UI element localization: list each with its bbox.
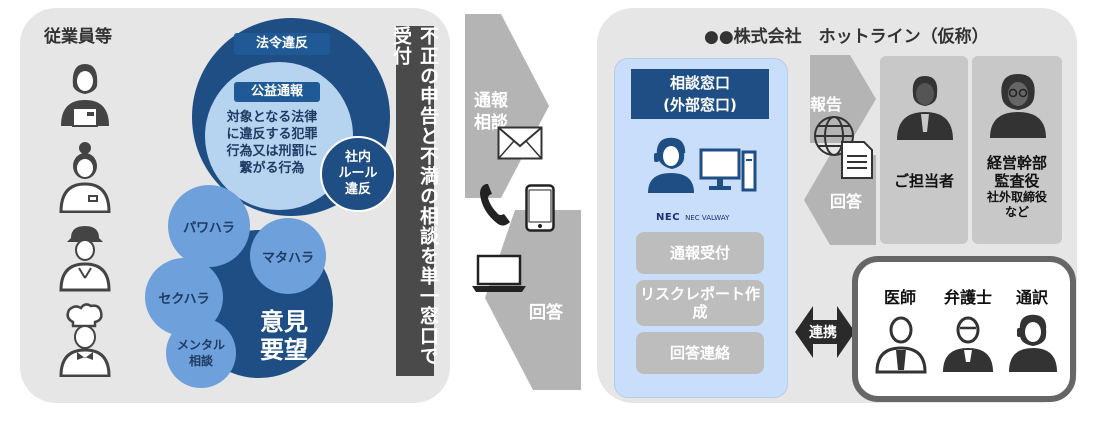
legal-violation-tag: 法令違反 — [234, 33, 330, 55]
internal-rule-line-2: ルール — [338, 166, 378, 181]
link-label: 連携 — [809, 325, 837, 341]
employee-icon-chef — [55, 302, 115, 381]
employee-icon-staff — [55, 58, 115, 132]
power-harassment-circle: パワハラ — [168, 185, 250, 267]
envelope-icon — [497, 126, 543, 164]
executives-suffix: など — [1004, 205, 1029, 219]
mental-line-1: メンタル — [176, 338, 225, 352]
desc-line-2: に違反する犯罪 — [226, 127, 318, 142]
step-risk-report: リスクレポート作成 — [636, 280, 764, 326]
single-window-banner: 不正の申告と不満の相談を単一窓口で受付 — [390, 26, 439, 376]
step-report-intake: 通報受付 — [636, 232, 764, 274]
expert-doctor-label: 医師 — [883, 288, 916, 307]
employees-title: 従業員等 — [44, 27, 112, 47]
report-up-arrow — [810, 55, 876, 143]
mental-line-2: 相談 — [188, 354, 213, 368]
desc-line-4: 繋がる行為 — [239, 161, 305, 176]
laptop-icon — [470, 254, 528, 298]
hotline-answer-label: 回答 — [830, 192, 863, 211]
executives-label: 経営幹部 監査役 社外取締役 など — [972, 154, 1062, 220]
opinion-line-1: 意見 — [260, 308, 308, 336]
desc-line-1: 対象となる法律 — [226, 110, 318, 125]
executives-line-1: 経営幹部 — [986, 154, 1047, 172]
maternity-harassment-circle: マタハラ — [250, 218, 326, 294]
window-title-line-2: (外部窓口) — [663, 96, 737, 114]
window-title-line-1: 相談窓口 — [669, 74, 730, 92]
step-answer-contact: 回答連絡 — [636, 332, 764, 374]
employee-icon-worker — [55, 222, 115, 296]
public-interest-tag: 公益通報 — [234, 82, 320, 102]
executives-line-2: 監査役 — [994, 172, 1040, 190]
maternity-harassment-label: マタハラ — [261, 250, 314, 266]
telephone-icon — [478, 180, 514, 232]
executives-sub: 社外取締役 — [986, 190, 1047, 204]
globe-icon — [812, 114, 856, 162]
mental-consultation-circle: メンタル 相談 — [166, 318, 236, 388]
report-arrow — [465, 14, 549, 198]
smartphone-icon — [525, 184, 555, 236]
executive-icon — [986, 68, 1050, 144]
nec-valway-logo-text: NEC VALWAY — [685, 214, 730, 222]
flow-answer-label: 回答 — [529, 303, 563, 323]
internal-rule-circle: 社内 ルール 違反 — [320, 136, 396, 212]
expert-lawyer-label: 弁護士 — [943, 288, 992, 307]
nec-logo-mark: NEC — [656, 212, 681, 223]
employee-icon-nurse — [55, 138, 115, 217]
hotline-title: ●●株式会社 ホットライン（仮称） — [704, 27, 989, 47]
power-harassment-label: パワハラ — [183, 220, 235, 236]
internal-rule-line-3: 違反 — [344, 182, 371, 197]
operator-icon — [646, 135, 694, 199]
interpreter-icon — [1006, 312, 1060, 378]
opinion-line-2: 要望 — [260, 336, 308, 364]
lawyer-icon — [940, 312, 996, 378]
computer-icon — [699, 148, 757, 198]
report-line-1: 通報 — [474, 91, 508, 111]
consultation-window-title: 相談窓口 (外部窓口) — [631, 69, 769, 119]
internal-rule-line-1: 社内 — [344, 150, 371, 165]
hotline-report-label: 報告 — [810, 95, 843, 114]
public-interest-description: 対象となる法律 に違反する犯罪 行為又は刑罰に 繋がる行為 — [208, 109, 336, 177]
contact-person-label: ご担当者 — [893, 172, 954, 190]
contact-person-icon — [893, 70, 957, 146]
link-double-arrow — [795, 306, 855, 358]
nec-logo: NEC NEC VALWAY — [656, 205, 729, 224]
opinion-label: 意見 要望 — [240, 308, 328, 364]
sexual-harassment-label: セクハラ — [158, 291, 210, 307]
expert-interpreter-label: 通訳 — [1015, 288, 1048, 307]
document-icon — [840, 140, 874, 184]
desc-line-3: 行為又は刑罰に — [226, 144, 318, 159]
doctor-icon — [874, 312, 928, 378]
